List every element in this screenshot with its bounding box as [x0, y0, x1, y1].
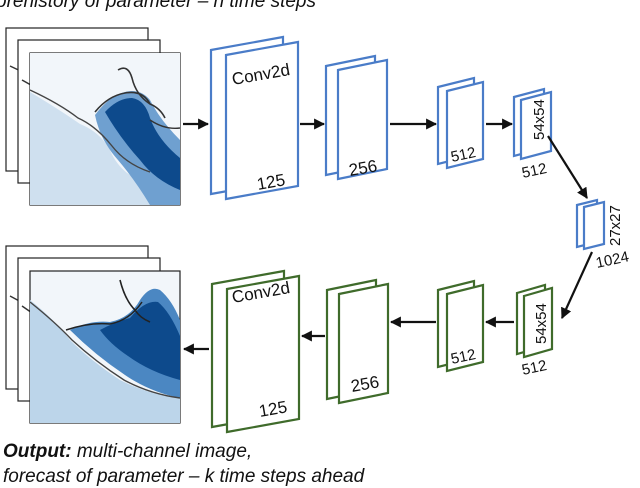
output-image-stack: [5, 245, 181, 424]
dec2-channels-label: 512: [449, 346, 477, 368]
enc3-channels-label: 512: [449, 144, 477, 166]
decoder-block-2: [436, 279, 485, 373]
dec1-channels-label: 512: [520, 357, 548, 379]
decoder-block-1: [515, 283, 554, 359]
output-frame-front: [29, 270, 181, 424]
encoder-block-3: [436, 76, 485, 170]
dec4-channels-label: 125: [257, 397, 288, 421]
enc2-channels-label: 256: [347, 156, 378, 180]
arrow-bottleneck-to-dec1: [560, 251, 594, 320]
decoder-block-4: [210, 269, 301, 434]
encoder-block-4: [512, 87, 553, 161]
enc1-channels-label: 125: [255, 170, 286, 194]
decoder-block-3: [325, 278, 390, 405]
bottleneck-block: [575, 198, 606, 251]
bottleneck-size-label: 27x27: [607, 205, 624, 246]
arrow-enc4-to-bottleneck: [547, 135, 588, 199]
enc4-size-label: 54x54: [531, 99, 548, 140]
encoder-block-2: [324, 54, 389, 181]
enc4-channels-label: 512: [520, 160, 548, 182]
bottleneck-channels-label: 1024: [594, 248, 630, 272]
output-caption-line2: forecast of parameter – k time steps ahe…: [3, 466, 365, 487]
dec1-size-label: 54x54: [533, 303, 550, 344]
flow-arrows: [182, 118, 594, 355]
dec3-channels-label: 256: [349, 372, 380, 396]
output-caption: Output: multi-channel image,: [3, 441, 253, 462]
input-image-stack: [5, 27, 181, 206]
encoder-block-1: [209, 35, 300, 201]
input-caption: prehistory of parameter – n time steps: [0, 0, 316, 12]
input-frame-front: [29, 52, 181, 206]
